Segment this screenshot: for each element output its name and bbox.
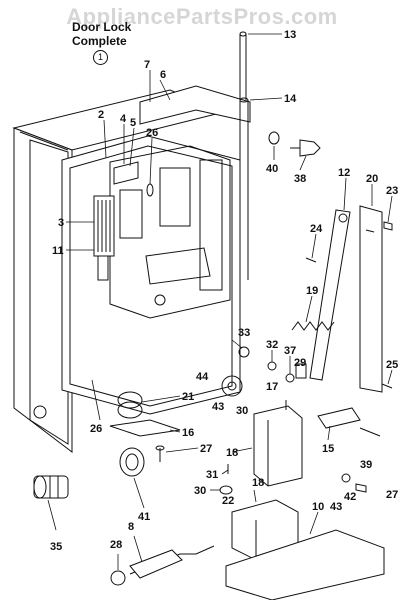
spring-19 (291, 321, 335, 331)
callout-27b: 27 (386, 489, 398, 501)
callout-25: 25 (386, 359, 398, 371)
callout-40: 40 (266, 163, 278, 175)
callout-24: 24 (310, 223, 323, 235)
callout-21: 21 (182, 391, 194, 403)
callout-41: 41 (138, 511, 150, 523)
callout-labels: 13 14 7 6 2 4 5 26 40 38 12 20 23 3 11 2… (50, 29, 398, 553)
callout-27a: 27 (200, 443, 212, 455)
callout-19: 19 (306, 285, 318, 297)
callout-18a: 18 (226, 447, 238, 459)
callout-29: 29 (294, 357, 306, 369)
callout-7: 7 (144, 59, 150, 71)
callout-17: 17 (266, 381, 278, 393)
nut-41 (119, 447, 145, 477)
callout-33: 33 (238, 327, 250, 339)
main-housing (61, 135, 241, 415)
callout-16: 16 (182, 427, 194, 439)
callout-11: 11 (52, 245, 64, 257)
callout-28: 28 (110, 539, 122, 551)
callout-6: 6 (160, 69, 166, 81)
callout-8: 8 (128, 521, 134, 533)
callout-5: 5 (130, 117, 136, 129)
callout-22: 22 (222, 495, 234, 507)
screw-38 (299, 139, 321, 157)
callout-39: 39 (360, 459, 372, 471)
callout-26b: 26 (90, 423, 102, 435)
diagram-title-line2: Complete (72, 34, 127, 48)
callout-10: 10 (312, 501, 324, 513)
solenoid-upper (253, 405, 303, 487)
callout-4: 4 (120, 113, 127, 125)
callout-26: 26 (146, 127, 158, 139)
diagram-title-line1: Door Lock (72, 20, 132, 34)
callout-35: 35 (50, 541, 62, 553)
callout-37: 37 (284, 345, 296, 357)
callout-20: 20 (366, 173, 378, 185)
callout-30: 30 (236, 405, 248, 417)
callout-23: 23 (386, 185, 398, 197)
lever-12 (309, 209, 351, 381)
callout-32: 32 (266, 339, 278, 351)
callout-42: 42 (344, 491, 356, 503)
washer-40 (268, 131, 280, 145)
callout-31: 31 (206, 469, 218, 481)
callout-30b: 30 (194, 485, 206, 497)
left-rail (29, 139, 69, 445)
cover-10 (225, 529, 385, 600)
callout-44: 44 (196, 371, 209, 383)
callout-2: 2 (98, 109, 104, 121)
callout-13: 13 (284, 29, 296, 41)
callout-12: 12 (338, 167, 350, 179)
callout-43: 43 (212, 401, 224, 413)
callout-43b: 43 (330, 501, 342, 513)
callout-14: 14 (284, 93, 297, 105)
callout-38: 38 (294, 173, 306, 185)
inner-frame (109, 145, 231, 319)
circled-number: 1 (93, 50, 108, 65)
ring-28 (110, 570, 126, 586)
coil-21 (117, 391, 143, 409)
plate-20 (359, 205, 383, 393)
switch-15 (317, 407, 361, 429)
callout-15: 15 (322, 443, 334, 455)
cable-gland-35 (33, 475, 69, 499)
callout-18b: 18 (252, 477, 264, 489)
watermark-text: AppliancePartsPros.com (66, 4, 338, 29)
connector-block (93, 195, 115, 257)
callout-3: 3 (58, 217, 64, 229)
